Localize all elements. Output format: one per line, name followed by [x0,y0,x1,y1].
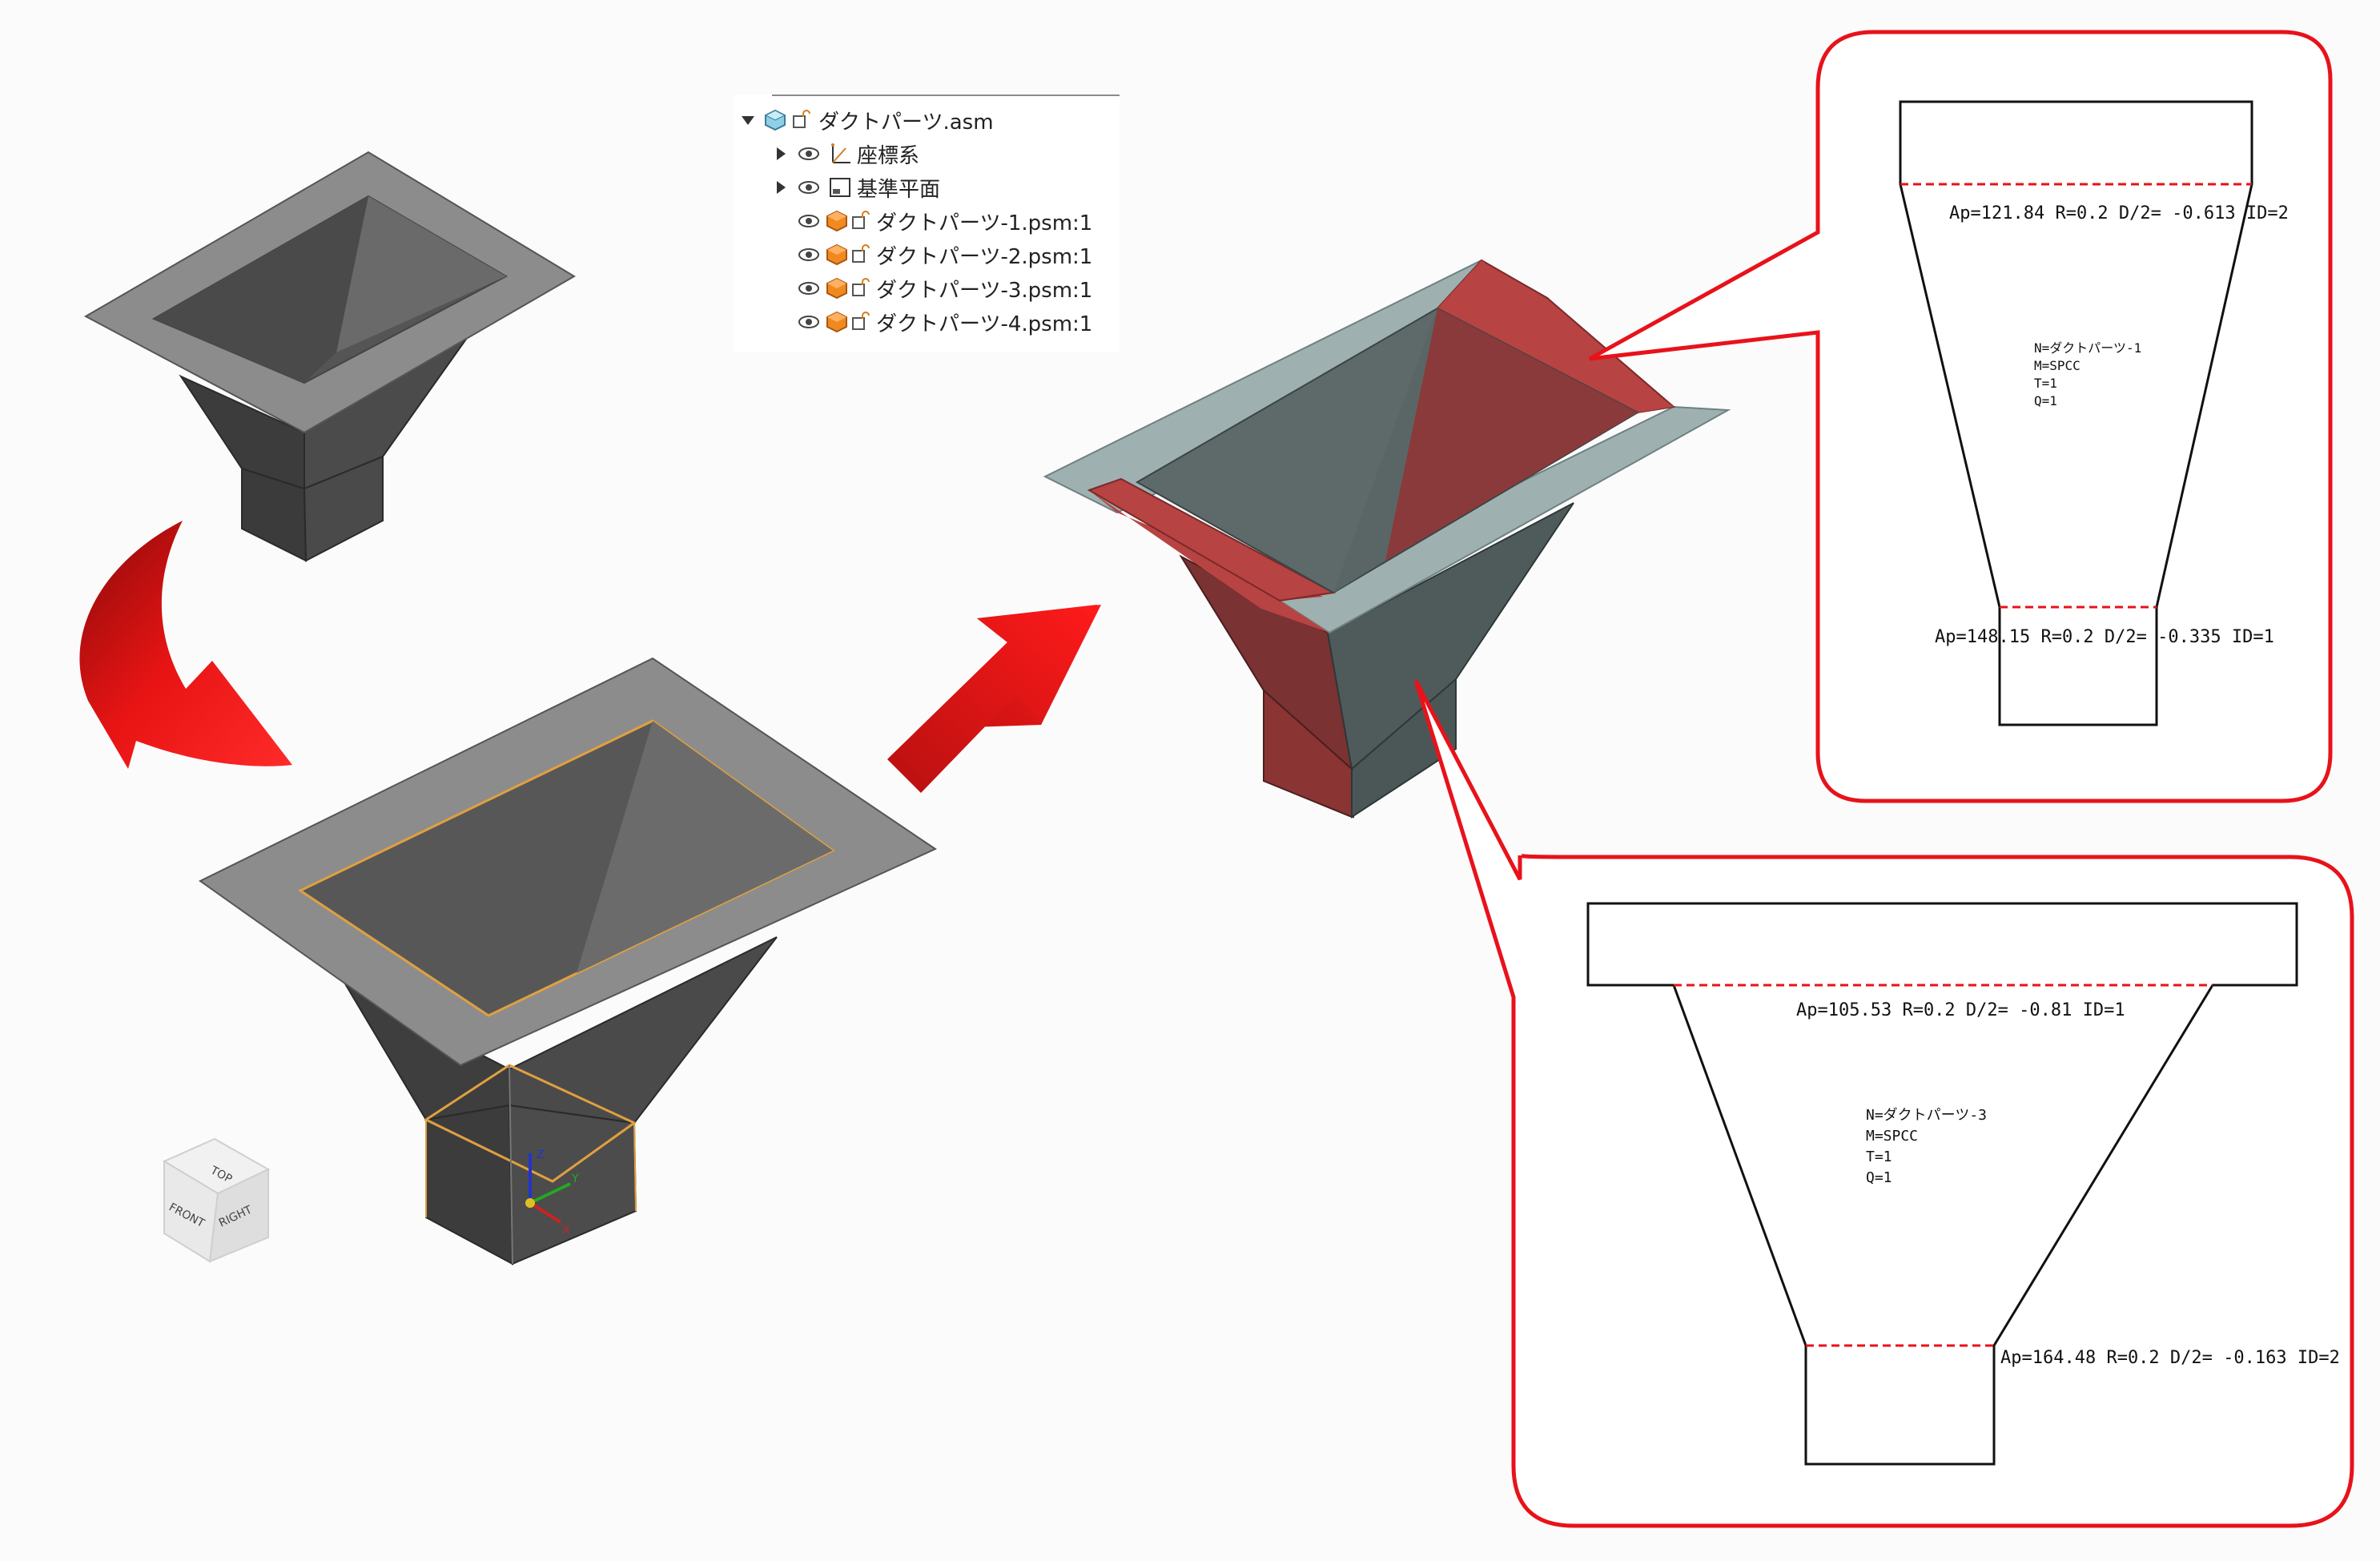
lock-doc-icon [852,278,870,296]
tree-item-part-4[interactable]: ダクトパーツ-4.psm:1 [734,306,1120,338]
bend-annotation-bottom-1: Ap=148.15 R=0.2 D/2= -0.335 ID=1 [1935,627,2274,647]
bend-annotation-top-3: Ap=105.53 R=0.2 D/2= -0.81 ID=1 [1796,1000,2125,1020]
reference-plane-icon [830,178,850,197]
expand-icon[interactable] [777,147,786,160]
flat-pattern-3 [1586,902,2298,1466]
flat-pattern-1 [1899,100,2253,726]
curved-arrow-down [79,521,292,769]
visibility-eye-icon[interactable] [798,211,820,231]
callout-part-1: Ap=121.84 R=0.2 D/2= -0.613 ID=2 Ap=148.… [1588,30,2333,803]
tree-divider [772,95,1120,96]
sheet-metal-part-icon [826,243,847,266]
tree-item-root[interactable]: ダクトパーツ.asm [734,104,1120,136]
part-thickness-3: T=1 [1866,1149,1892,1165]
assembly-tree-panel: ダクトパーツ.asm 座標系 基準平面 [734,95,1120,352]
triad-z-label: Z [537,1149,545,1161]
coordinate-triad: Z Y X [525,1149,579,1237]
tree-item-label: ダクトパーツ-3.psm:1 [876,278,1093,303]
view-cube[interactable]: TOP FRONT RIGHT [162,1137,271,1263]
part-quantity-3: Q=1 [1866,1169,1892,1186]
part-name-3: N=ダクトパーツ-3 [1866,1107,1987,1124]
visibility-eye-icon[interactable] [798,244,820,265]
part-thickness-1: T=1 [2034,376,2057,391]
tree-item-coordinate-system[interactable]: 座標系 [734,138,1120,170]
bend-annotation-top-1: Ap=121.84 R=0.2 D/2= -0.613 ID=2 [1949,203,2289,223]
lock-doc-icon [793,110,810,128]
tree-item-reference-planes[interactable]: 基準平面 [734,171,1120,203]
tree-item-label: 基準平面 [857,177,941,202]
visibility-eye-icon[interactable] [798,312,820,332]
expand-icon[interactable] [777,181,786,194]
assembly-icon [764,109,786,131]
tree-item-part-2[interactable]: ダクトパーツ-2.psm:1 [734,239,1120,271]
triad-y-label: Y [571,1173,579,1185]
sheet-metal-part-icon [826,277,847,300]
tree-item-part-3[interactable]: ダクトパーツ-3.psm:1 [734,272,1120,304]
model-unfold-duct[interactable] [199,657,938,1265]
tree-item-part-1[interactable]: ダクトパーツ-1.psm:1 [734,205,1120,237]
visibility-eye-icon[interactable] [798,278,820,299]
visibility-eye-icon[interactable] [798,143,820,164]
visibility-eye-icon[interactable] [798,177,820,198]
part-material-1: M=SPCC [2034,358,2080,373]
tree-item-label: ダクトパーツ-1.psm:1 [876,211,1093,235]
coordinate-system-icon [831,143,850,163]
lock-doc-icon [852,312,870,330]
part-name-1: N=ダクトパーツ-1 [2034,340,2141,356]
model-original-duct[interactable] [83,151,576,562]
lock-doc-icon [852,244,870,263]
callout-part-3: Ap=105.53 R=0.2 D/2= -0.81 ID=1 Ap=164.4… [1413,679,2354,1528]
sheet-metal-part-icon [826,311,847,333]
part-material-3: M=SPCC [1866,1128,1918,1145]
tree-item-label: 座標系 [857,143,920,168]
sheet-metal-part-icon [826,210,847,232]
tree-item-label: ダクトパーツ-4.psm:1 [876,312,1093,336]
collapse-icon[interactable] [742,115,754,125]
triad-x-label: X [562,1224,570,1237]
part-quantity-1: Q=1 [2034,393,2057,408]
lock-doc-icon [852,211,870,229]
tree-item-label: ダクトパーツ-2.psm:1 [876,244,1093,269]
bend-annotation-bottom-3: Ap=164.48 R=0.2 D/2= -0.163 ID=2 [2000,1348,2340,1368]
tree-root-label: ダクトパーツ.asm [818,110,994,135]
